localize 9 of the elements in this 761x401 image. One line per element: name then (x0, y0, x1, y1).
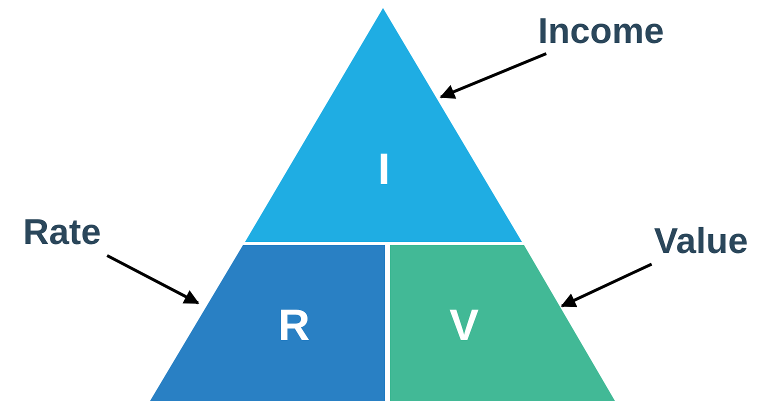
segment-letter: I (378, 148, 390, 192)
arrow (440, 52, 547, 99)
term-label: Income (538, 13, 664, 49)
term-label: Value (654, 223, 748, 259)
term-label: Rate (22, 214, 102, 250)
segment-letter: V (449, 304, 479, 348)
arrow (106, 254, 200, 304)
segment-letter: R (278, 304, 310, 348)
arrow (560, 262, 652, 308)
